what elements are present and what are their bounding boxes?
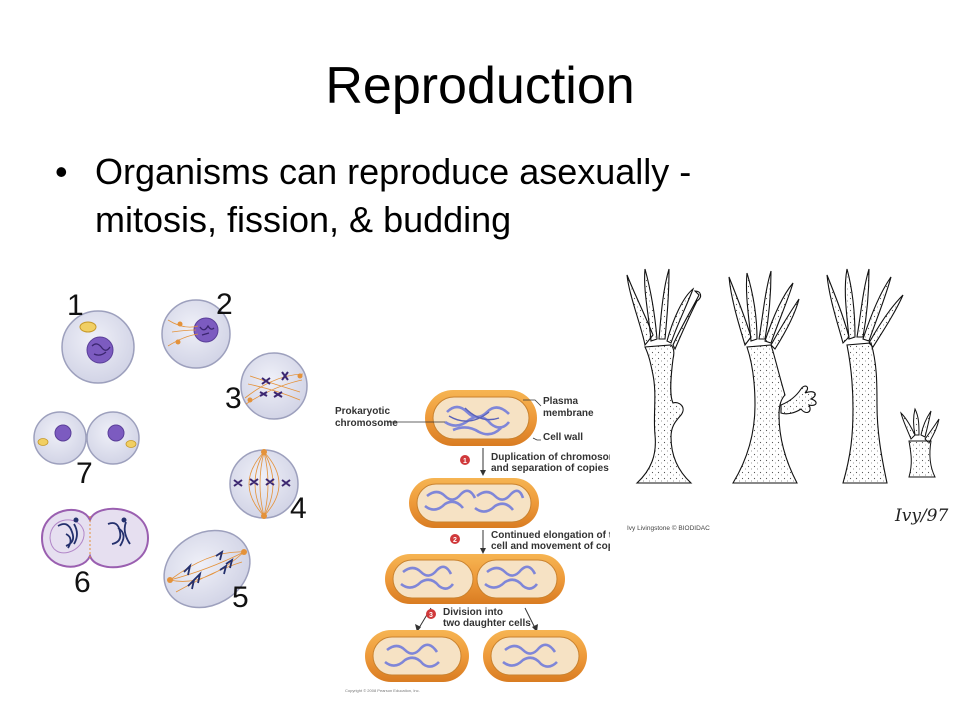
hydra-2	[728, 270, 817, 484]
stage-label-6: 6	[74, 566, 91, 599]
step-2-badge: 2	[453, 537, 457, 544]
hydra-3	[826, 268, 904, 484]
illustration-credit: Ivy Livingstone © BIODIDAC	[627, 524, 710, 532]
bacterium-elongated	[385, 554, 565, 604]
step-3-line-2: two daughter cells	[443, 618, 531, 629]
step-1-line-2: and separation of copies	[491, 463, 609, 474]
bacterium-daughter-left	[365, 630, 469, 682]
label-plasma: Plasma	[543, 396, 578, 407]
bacterium-duplicating	[409, 478, 539, 528]
stage-label-2: 2	[216, 288, 233, 321]
bullet-line-2: mitosis, fission, & budding	[95, 199, 512, 240]
mitosis-stage-6: 6	[40, 507, 150, 599]
mitosis-stage-5: 5	[163, 529, 251, 614]
bacterium-initial	[425, 390, 537, 446]
hydra-1	[626, 268, 702, 484]
step-3-badge: 3	[429, 612, 433, 619]
label-membrane: membrane	[543, 408, 594, 419]
mitosis-stage-1: 1	[61, 289, 135, 384]
stage-label-5: 5	[232, 581, 249, 614]
stage-label-1: 1	[67, 289, 84, 322]
hydra-budding-diagram: Ivy Livingstone © BIODIDAC Ivy/97	[626, 268, 948, 532]
stage-label-4: 4	[290, 492, 307, 525]
stage-label-7: 7	[76, 457, 93, 490]
step-1-badge: 1	[463, 458, 467, 465]
mitosis-diagram: 1 2 3 7 4	[33, 288, 308, 614]
slide-title: Reproduction	[325, 57, 635, 115]
mitosis-stage-2: 2	[161, 288, 233, 369]
hydra-bud-detached	[900, 407, 940, 478]
label-prokaryotic: Prokaryotic	[335, 406, 390, 417]
step-3-line-1: Division into	[443, 607, 503, 618]
bullet-line-1: Organisms can reproduce asexually -	[95, 151, 692, 192]
stage-label-3: 3	[225, 382, 242, 415]
copyright-text: Copyright © 2008 Pearson Education, Inc.	[345, 688, 420, 693]
mitosis-stage-4: 4	[229, 449, 307, 525]
label-cell-wall: Cell wall	[543, 432, 583, 443]
bacterium-daughter-right	[483, 630, 587, 682]
step-2-line-2: cell and movement of copies	[491, 541, 610, 552]
label-chromosome: chromosome	[335, 418, 398, 429]
artist-signature: Ivy/97	[894, 506, 948, 526]
step-1-line-1: Duplication of chromosome	[491, 452, 610, 463]
bullet-dot: •	[55, 151, 68, 192]
binary-fission-diagram: Prokaryotic chromosome Plasma membrane C…	[335, 390, 610, 693]
step-2-line-1: Continued elongation of the	[491, 530, 610, 541]
bullet-text: Organisms can reproduce asexually - mito…	[95, 148, 915, 244]
mitosis-stage-3: 3	[225, 352, 308, 420]
mitosis-stage-7: 7	[33, 411, 140, 490]
